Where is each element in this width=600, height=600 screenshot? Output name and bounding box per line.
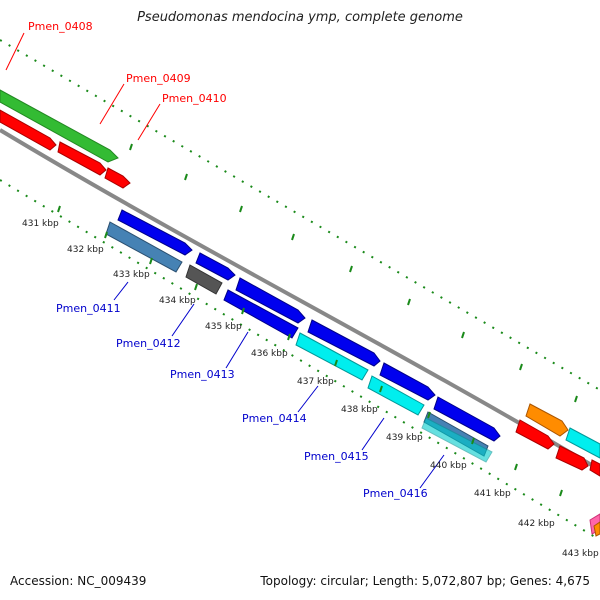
kbp-label-438: 438 kbp	[341, 405, 378, 415]
kbp-label-434: 434 kbp	[159, 296, 196, 306]
gene-label-pmen-0409[interactable]: Pmen_0409	[126, 72, 191, 85]
kbp-label-432: 432 kbp	[67, 245, 104, 255]
gene-cyan-c[interactable]	[421, 417, 493, 463]
kbp-label-437: 437 kbp	[297, 377, 334, 387]
kbp-label-436: 436 kbp	[251, 349, 288, 359]
inner-tick-marks	[57, 205, 563, 497]
gene-cyan-b[interactable]	[367, 375, 425, 416]
gene-red-0408[interactable]	[0, 109, 57, 151]
gene-label-pmen-0410[interactable]: Pmen_0410	[162, 92, 227, 105]
kbp-label-431: 431 kbp	[22, 219, 59, 229]
map-title: Pseudomonas mendocina ymp, complete geno…	[137, 10, 463, 25]
gene-blue-a[interactable]	[117, 209, 193, 256]
gene-blue-d[interactable]	[223, 289, 299, 339]
kbp-label-441: 441 kbp	[474, 489, 511, 499]
kbp-label-442: 442 kbp	[518, 519, 555, 529]
gene-gray[interactable]	[185, 264, 223, 295]
gene-red-right-b[interactable]	[555, 445, 589, 471]
gene-orange-right[interactable]	[593, 521, 600, 537]
gene-blue-b[interactable]	[195, 252, 236, 281]
gene-steel-a[interactable]	[105, 221, 183, 273]
gene-red-right-a[interactable]	[515, 419, 555, 450]
kbp-label-439: 439 kbp	[386, 433, 423, 443]
gene-blue-c[interactable]	[235, 277, 306, 324]
accession-text: Accession: NC_009439	[10, 574, 147, 588]
gene-blue-f[interactable]	[379, 362, 436, 401]
gene-orange[interactable]	[525, 403, 569, 437]
gene-label-pmen-0411[interactable]: Pmen_0411	[56, 302, 121, 315]
gene-green-0408[interactable]	[0, 89, 119, 163]
kbp-label-443: 443 kbp	[562, 549, 599, 559]
top-leader-lines	[5, 32, 161, 141]
kbp-label-440: 440 kbp	[430, 461, 467, 471]
gene-label-pmen-0413[interactable]: Pmen_0413	[170, 368, 235, 381]
gene-red-right-c[interactable]	[589, 459, 600, 477]
outer-tick-marks	[129, 143, 578, 403]
bottom-leader-lines	[113, 281, 445, 489]
gene-label-pmen-0414[interactable]: Pmen_0414	[242, 412, 307, 425]
gene-label-pmen-0416[interactable]: Pmen_0416	[363, 487, 428, 500]
gene-red-0409[interactable]	[57, 141, 107, 176]
topology-text: Topology: circular; Length: 5,072,807 bp…	[260, 574, 590, 588]
genome-backbone	[0, 128, 600, 472]
kbp-label-433: 433 kbp	[113, 270, 150, 280]
gene-label-pmen-0408[interactable]: Pmen_0408	[28, 20, 93, 33]
gene-blue-g[interactable]	[433, 396, 501, 442]
gene-cyan-a[interactable]	[295, 332, 369, 381]
gene-blue-e[interactable]	[307, 319, 381, 367]
inner-tick-track	[0, 179, 600, 541]
kbp-label-435: 435 kbp	[205, 322, 242, 332]
gene-red-0410[interactable]	[104, 167, 131, 189]
gene-cyan-right[interactable]	[565, 427, 600, 459]
gene-label-pmen-0415[interactable]: Pmen_0415	[304, 450, 369, 463]
gene-label-pmen-0412[interactable]: Pmen_0412	[116, 337, 181, 350]
